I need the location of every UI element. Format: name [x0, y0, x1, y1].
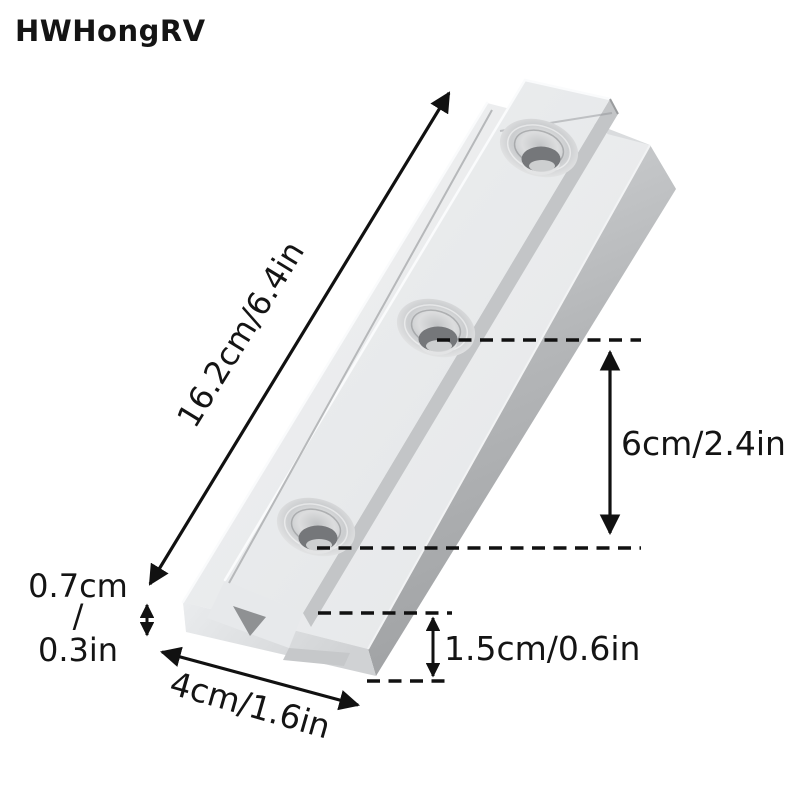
tab-tip-edge	[609, 98, 619, 115]
length-dimension-line	[148, 91, 451, 586]
t-slot-notch	[233, 606, 266, 636]
brand-logo: HWHongRV	[15, 14, 206, 48]
tab-top-edge-highlight	[523, 78, 612, 101]
thickness-dimension-label-cm: 0.7cm	[28, 567, 128, 605]
countersunk-hole-1	[499, 118, 579, 178]
width-dimension-line	[159, 646, 361, 711]
thickness-dimension-label-inch: 0.3in	[38, 631, 118, 669]
rail-height-dimension-label: 1.5cm/0.6in	[444, 629, 640, 668]
thickness-dimension-label-slash: /	[73, 597, 84, 635]
hole-spacing-dimension-label: 6cm/2.4in	[621, 424, 786, 463]
product-illustration	[181, 78, 676, 676]
length-dimension-label: 16.2cm/6.4in	[169, 234, 312, 434]
